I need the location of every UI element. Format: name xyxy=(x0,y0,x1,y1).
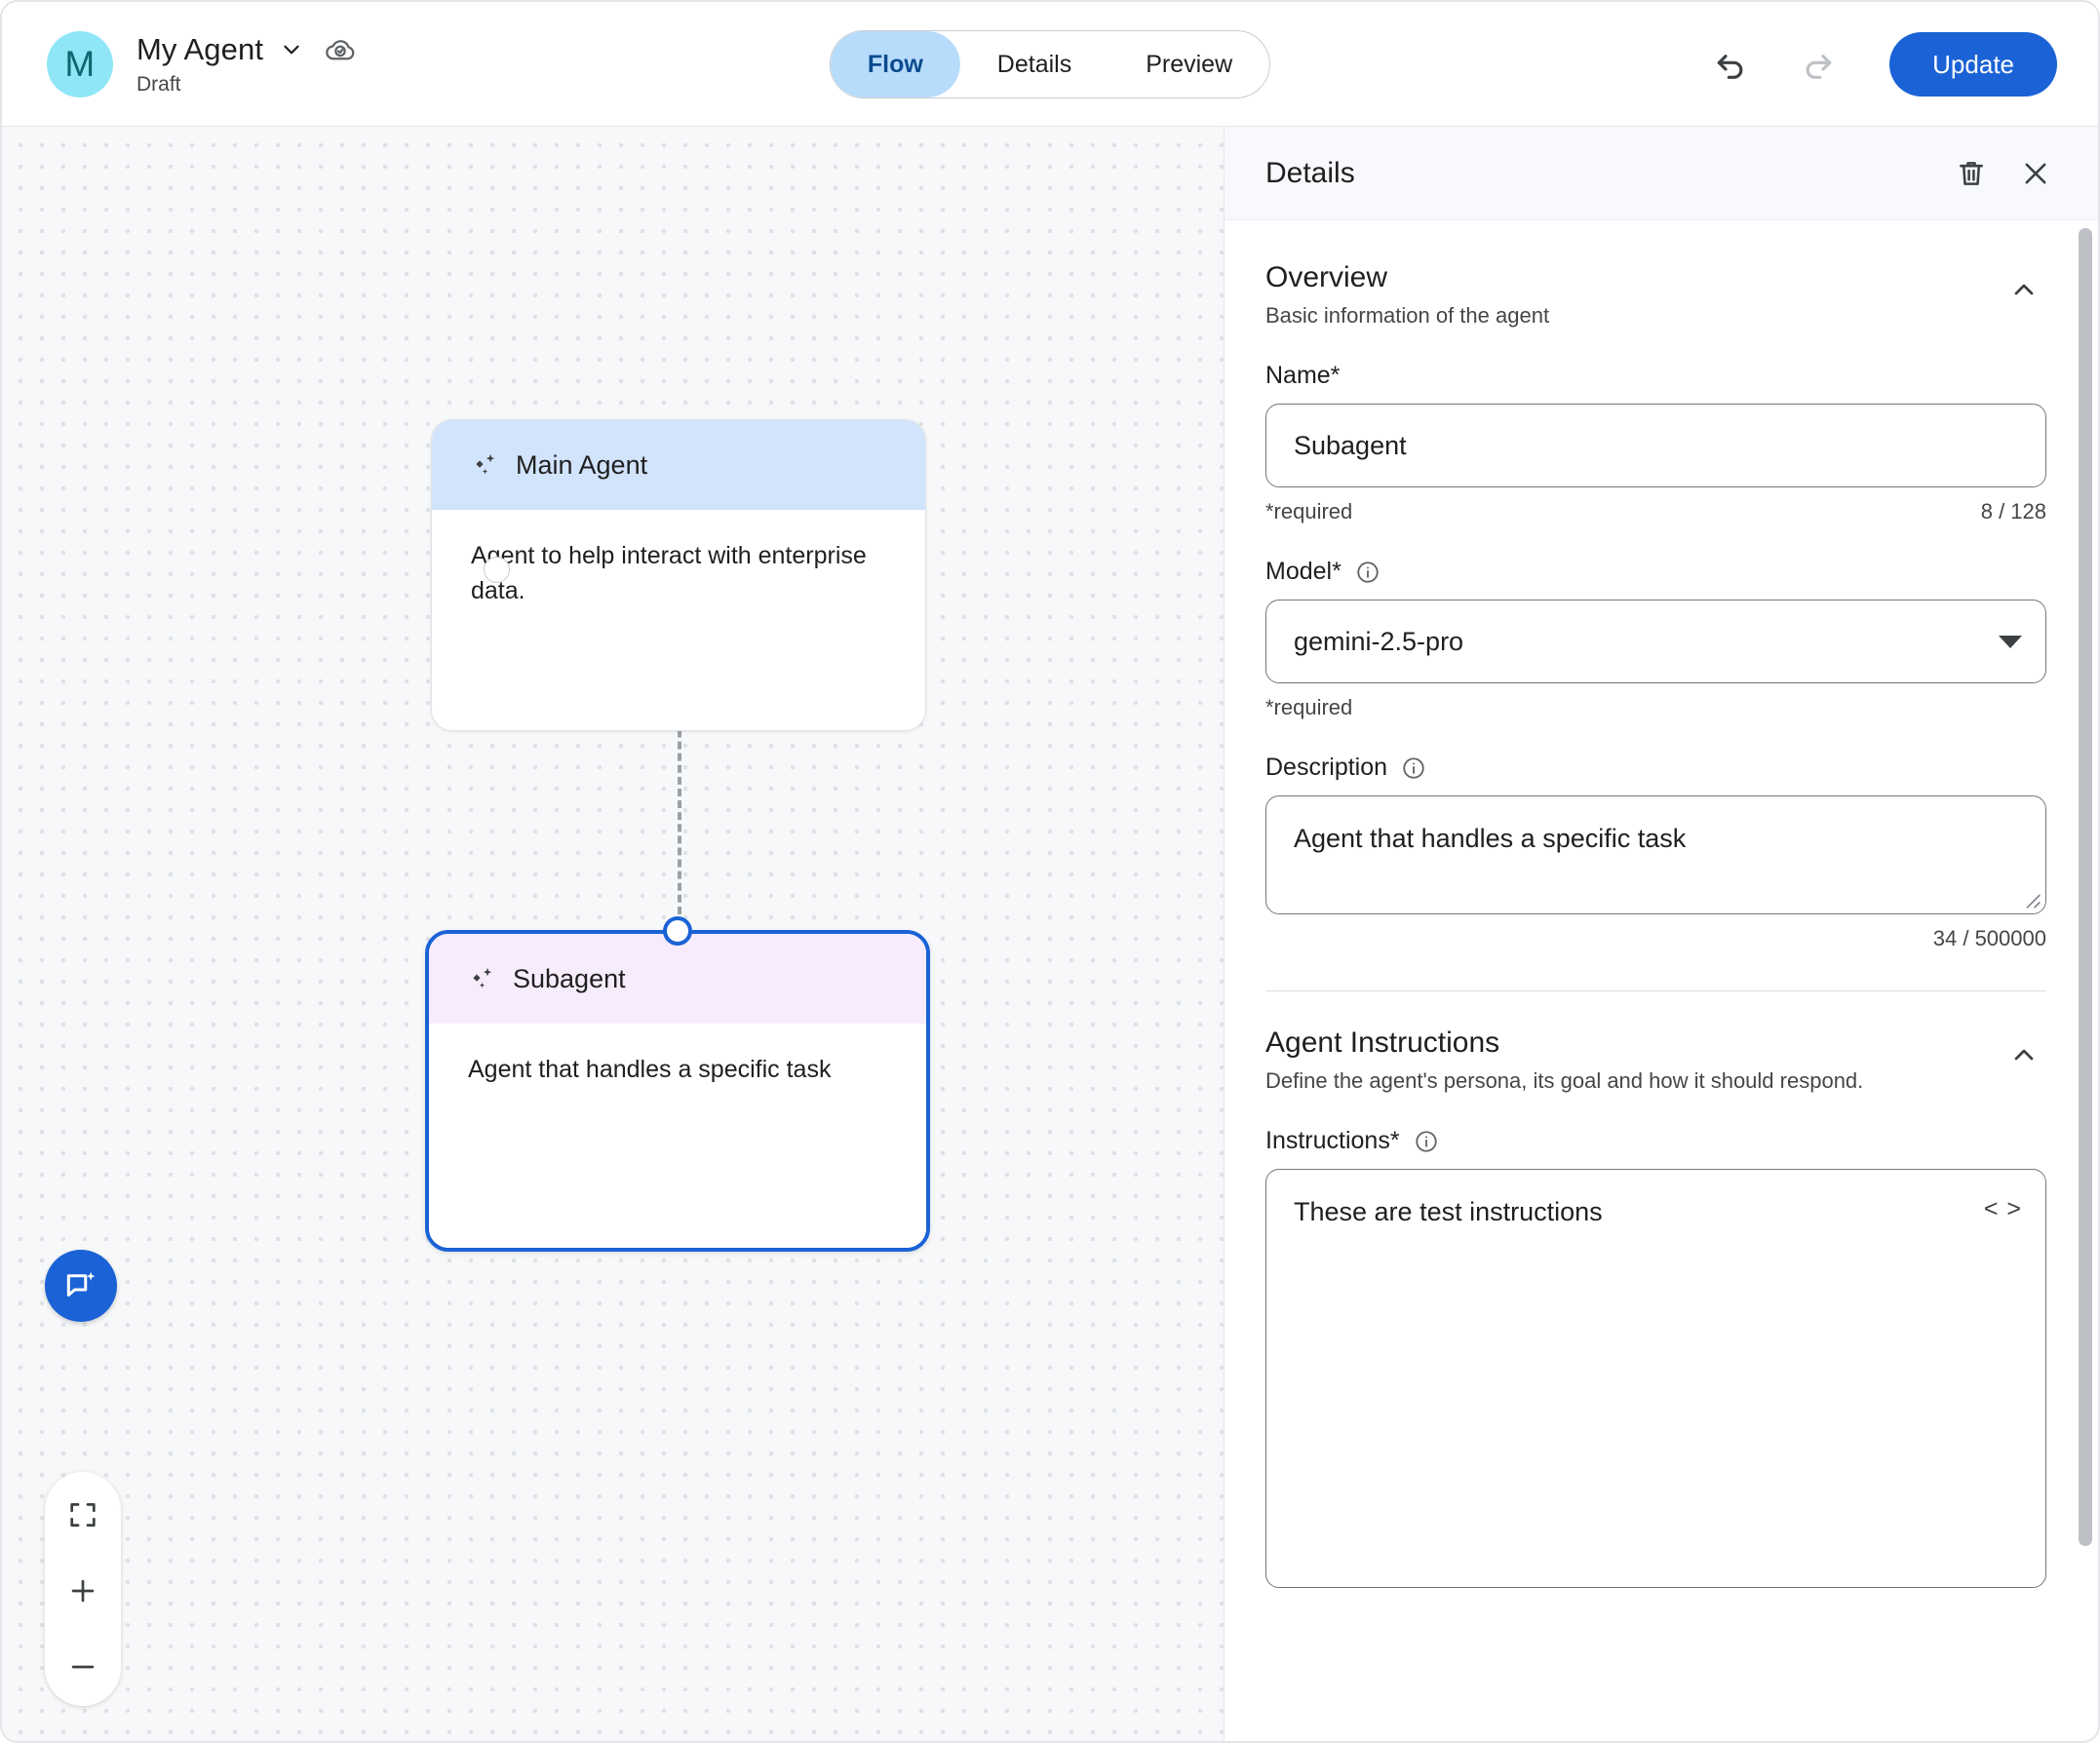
page-title: My Agent xyxy=(136,31,264,66)
instructions-section-subtitle: Define the agent's persona, its goal and… xyxy=(1265,1068,1864,1093)
overview-section-header: Overview Basic information of the agent xyxy=(1265,261,2046,329)
overview-collapse-button[interactable] xyxy=(2002,267,2046,312)
overview-title: Overview xyxy=(1265,261,1388,293)
avatar: M xyxy=(47,30,113,97)
assistant-fab-button[interactable] xyxy=(45,1250,117,1322)
node-header: Main Agent xyxy=(432,420,925,510)
details-panel-header: Details xyxy=(1225,127,2098,220)
instructions-section-header: Agent Instructions Define the agent's pe… xyxy=(1265,1026,2046,1094)
name-field-group: Name* Subagent *required 8 / 128 xyxy=(1265,362,2046,524)
zoom-in-button[interactable] xyxy=(58,1569,108,1612)
instructions-label: Instructions* xyxy=(1265,1127,2046,1155)
details-panel: Details Overview Basic information of th… xyxy=(1224,127,2098,1741)
instructions-section-title: Agent Instructions xyxy=(1265,1026,1500,1059)
description-textarea-value: Agent that handles a specific task xyxy=(1294,824,1687,853)
description-helper-row: 34 / 500000 xyxy=(1265,926,2046,951)
header-identity: M My Agent Draft xyxy=(2,30,357,97)
resize-grip-icon[interactable] xyxy=(2022,890,2042,910)
instructions-textarea[interactable]: These are test instructions < > xyxy=(1265,1169,2046,1588)
update-button[interactable]: Update xyxy=(1889,32,2057,97)
delete-button[interactable] xyxy=(1946,148,1997,199)
redo-icon xyxy=(1806,55,1832,79)
description-textarea[interactable]: Agent that handles a specific task xyxy=(1265,795,2046,914)
instructions-textarea-value: These are test instructions xyxy=(1294,1197,1603,1226)
description-char-counter: 34 / 500000 xyxy=(1932,926,2046,950)
sparkle-icon xyxy=(468,964,497,993)
header-actions: Update xyxy=(1704,2,2057,127)
app-header: M My Agent Draft xyxy=(2,2,2098,127)
chevron-down-icon[interactable] xyxy=(279,37,304,62)
details-panel-body[interactable]: Overview Basic information of the agent … xyxy=(1225,220,2098,1741)
node-port-output[interactable] xyxy=(484,557,510,583)
name-input[interactable]: Subagent xyxy=(1265,404,2046,487)
header-title-row: My Agent xyxy=(136,32,357,67)
model-helper-row: *required xyxy=(1265,695,2046,720)
info-icon[interactable] xyxy=(1355,560,1381,585)
tab-details[interactable]: Details xyxy=(996,50,1072,78)
sparkle-icon xyxy=(471,450,500,480)
description-field-group: Description Agent that handles a specifi… xyxy=(1265,754,2046,951)
fit-screen-icon xyxy=(70,1503,96,1527)
name-char-counter: 8 / 128 xyxy=(1980,499,2046,523)
chevron-up-icon xyxy=(2014,284,2034,295)
node-body: Agent that handles a specific task xyxy=(429,1024,926,1088)
trash-icon xyxy=(1960,161,1983,185)
model-required-text: *required xyxy=(1265,695,1353,719)
node-header: Subagent xyxy=(429,934,926,1024)
code-brackets-icon[interactable]: < > xyxy=(1983,1195,2022,1222)
description-label-text: Description xyxy=(1265,754,1388,781)
undo-button[interactable] xyxy=(1704,38,1757,91)
tab-preview[interactable]: Preview xyxy=(1146,50,1233,78)
status-badge: Draft xyxy=(136,72,181,96)
canvas-zoom-toolbar xyxy=(45,1472,121,1706)
name-helper-row: *required 8 / 128 xyxy=(1265,499,2046,524)
caret-down-icon xyxy=(1999,635,2022,648)
tab-flow[interactable]: Flow xyxy=(830,31,960,97)
view-tabs: Flow Details Preview xyxy=(829,30,1271,98)
fit-screen-button[interactable] xyxy=(58,1493,108,1536)
node-title: Subagent xyxy=(513,963,626,993)
overview-subtitle: Basic information of the agent xyxy=(1265,303,1550,328)
chevron-up-icon xyxy=(2014,1049,2034,1061)
model-select[interactable]: gemini-2.5-pro xyxy=(1265,600,2046,683)
model-field-group: Model* gemini-2.5-pro *required xyxy=(1265,558,2046,720)
section-divider xyxy=(1265,990,2046,991)
flow-canvas[interactable]: Main Agent Agent to help interact with e… xyxy=(2,127,1224,1741)
info-icon[interactable] xyxy=(1414,1129,1439,1154)
undo-icon xyxy=(1717,55,1743,79)
plus-icon xyxy=(71,1579,95,1603)
header-title-block: My Agent Draft xyxy=(136,32,357,97)
details-panel-title: Details xyxy=(1265,156,1355,189)
scrollbar-thumb[interactable] xyxy=(2079,228,2092,1546)
edge-main-to-subagent xyxy=(678,671,681,926)
details-panel-scrollbar[interactable] xyxy=(2079,228,2092,1661)
node-description: Agent that handles a specific task xyxy=(468,1056,832,1083)
name-label-text: Name* xyxy=(1265,362,1341,389)
instructions-field-group: Instructions* These are test instruction… xyxy=(1265,1127,2046,1588)
instructions-label-text: Instructions* xyxy=(1265,1127,1400,1154)
node-description: Agent to help interact with enterprise d… xyxy=(471,542,867,604)
node-title: Main Agent xyxy=(516,449,648,480)
chat-sparkle-icon xyxy=(66,1271,96,1298)
close-button[interactable] xyxy=(2010,148,2061,199)
name-required-text: *required xyxy=(1265,499,1353,523)
close-icon xyxy=(2025,163,2046,183)
instructions-collapse-button[interactable] xyxy=(2002,1032,2046,1077)
model-label: Model* xyxy=(1265,558,2046,586)
redo-button[interactable] xyxy=(1792,38,1845,91)
cloud-check-icon xyxy=(320,33,357,66)
zoom-out-button[interactable] xyxy=(58,1646,108,1688)
description-label: Description xyxy=(1265,754,2046,782)
name-label: Name* xyxy=(1265,362,2046,390)
model-select-value: gemini-2.5-pro xyxy=(1294,626,1464,656)
node-subagent[interactable]: Subagent Agent that handles a specific t… xyxy=(425,930,930,1252)
node-body: Agent to help interact with enterprise d… xyxy=(432,510,925,608)
node-main-agent[interactable]: Main Agent Agent to help interact with e… xyxy=(431,419,926,731)
model-label-text: Model* xyxy=(1265,558,1342,585)
info-icon[interactable] xyxy=(1401,755,1426,781)
node-port-input[interactable] xyxy=(663,916,692,946)
minus-icon xyxy=(71,1665,95,1669)
